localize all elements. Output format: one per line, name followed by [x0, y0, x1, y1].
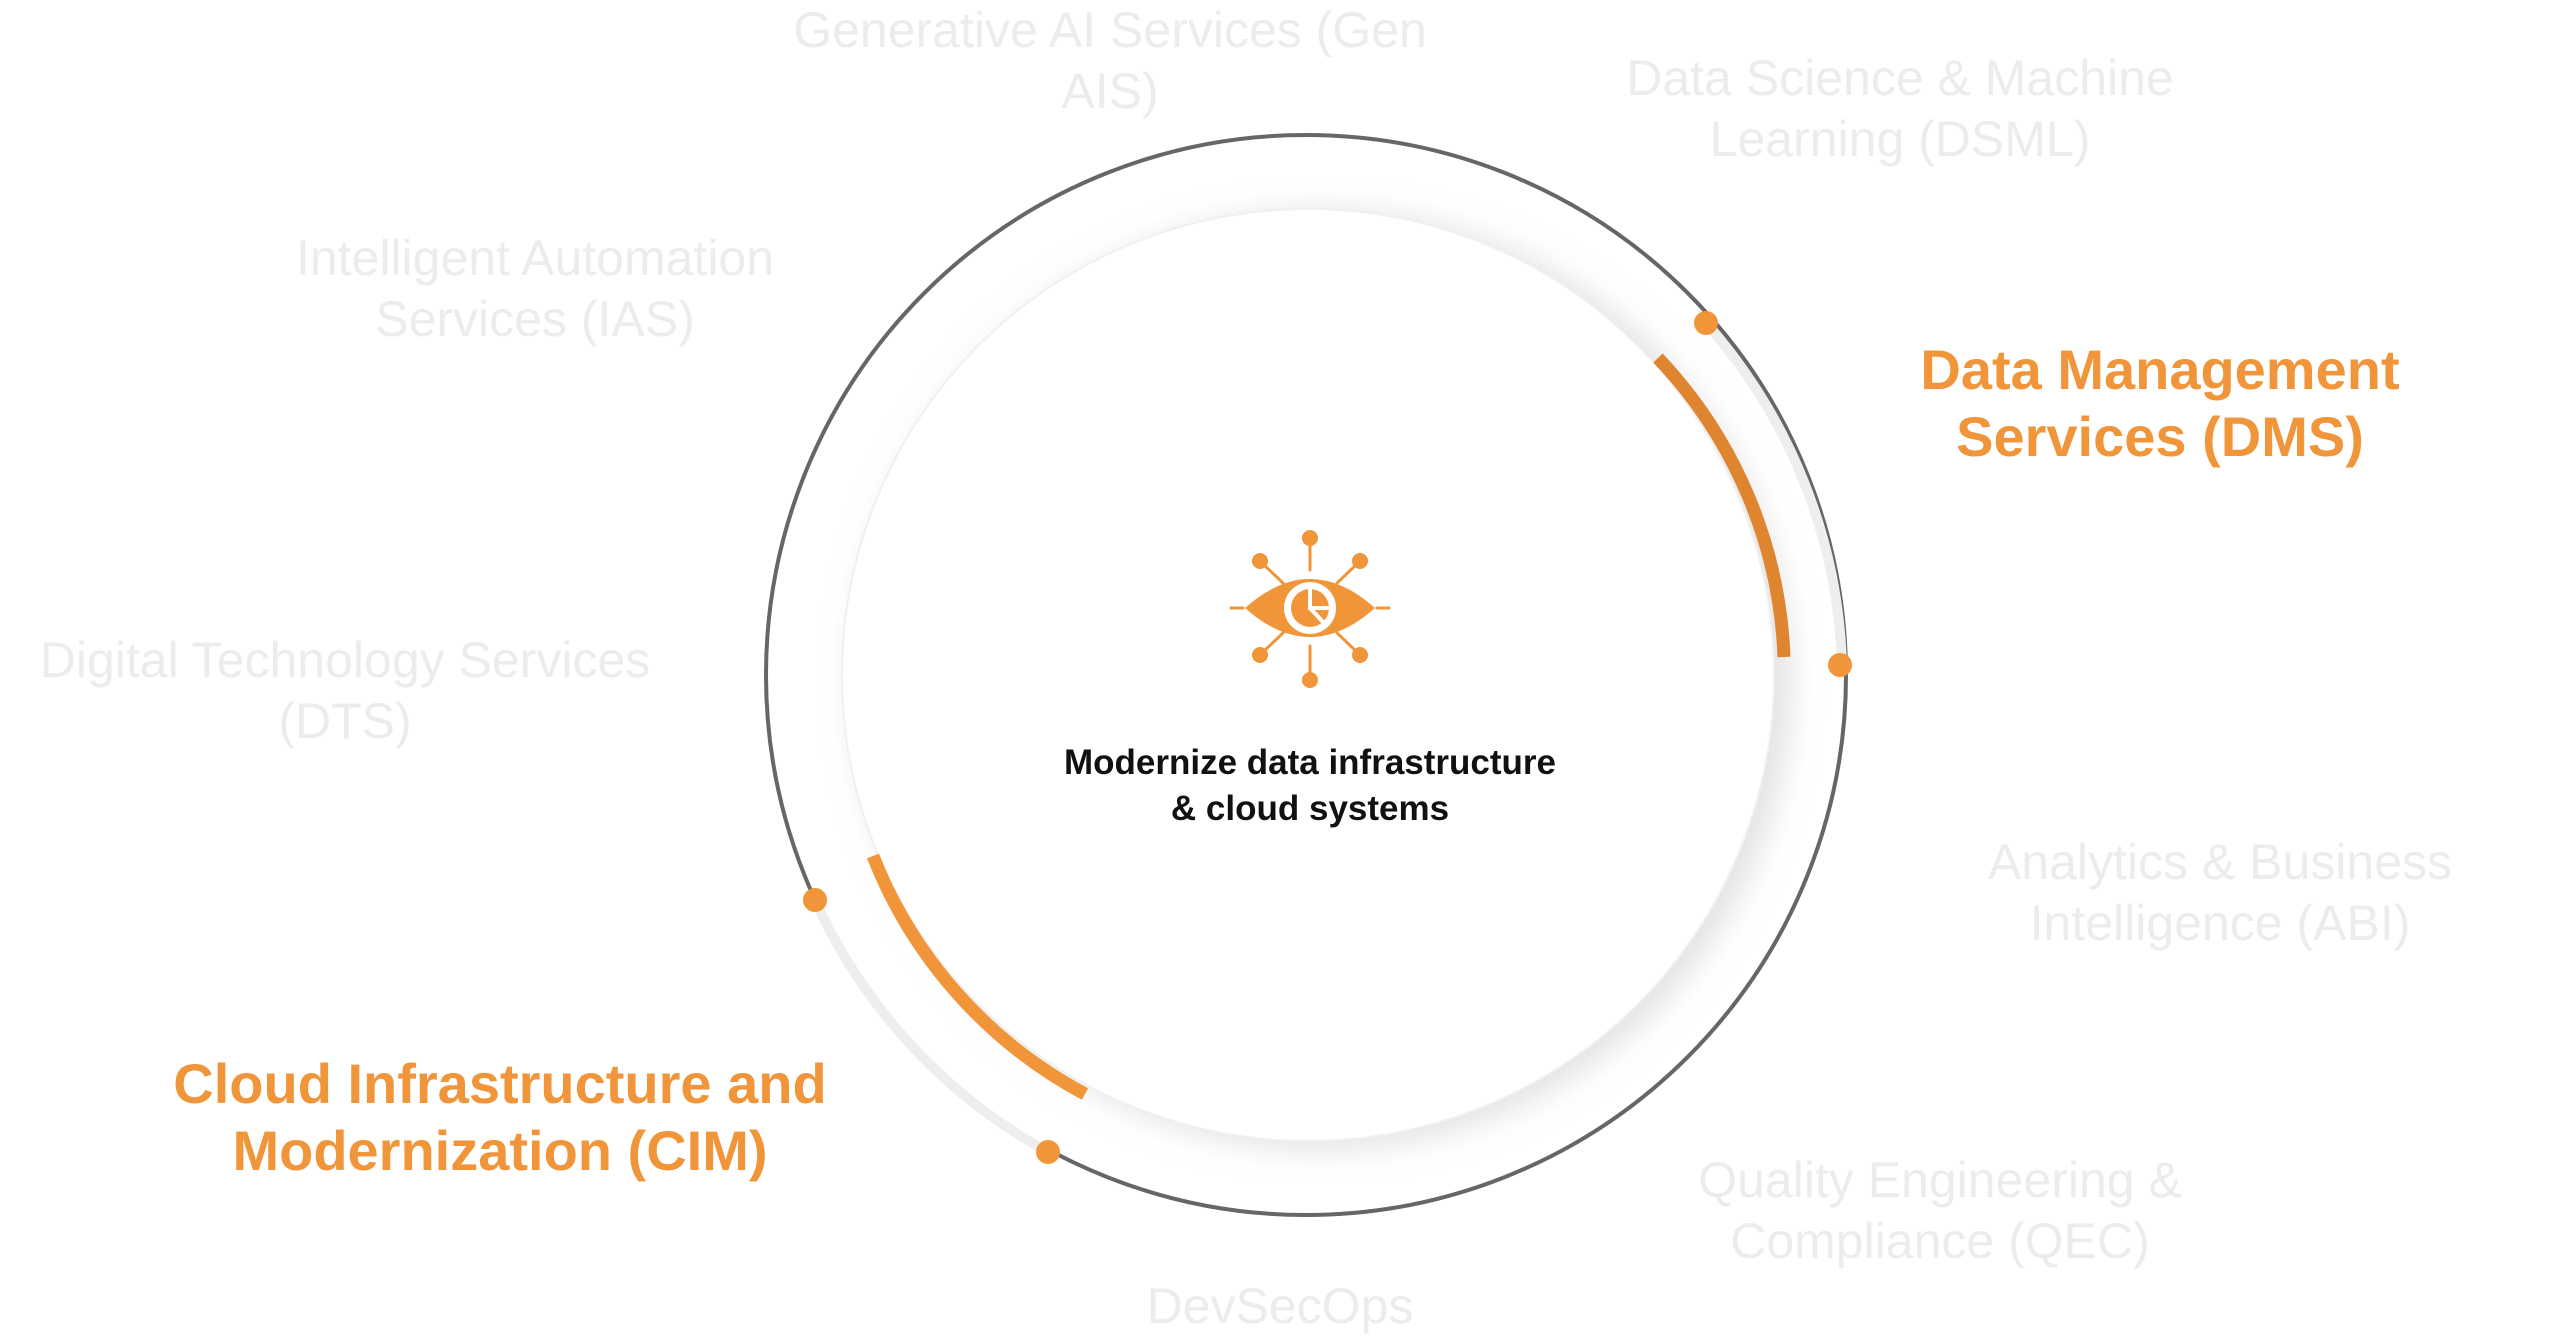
service-label-line: Generative AI Services (Gen — [793, 2, 1427, 58]
cim-start-dot[interactable] — [803, 888, 827, 912]
dms-active-arc — [1653, 353, 1791, 658]
service-label-line: Quality Engineering & — [1698, 1152, 2182, 1208]
cim-ring-track — [810, 897, 1051, 1157]
service-label-line: Modernization (CIM) — [232, 1119, 768, 1183]
service-label-line: Data Management — [1920, 338, 2400, 401]
cim-end-dot[interactable] — [1036, 1140, 1060, 1164]
service-label-line: (DTS) — [278, 693, 412, 749]
service-label-line: Compliance (QEC) — [1730, 1213, 2150, 1269]
service-label-line: Intelligence (ABI) — [2029, 895, 2411, 951]
dms-end-dot[interactable] — [1828, 653, 1852, 677]
eye-analytics-network-icon — [1229, 530, 1391, 688]
center-caption: Modernize data infrastructure & cloud sy… — [1010, 740, 1610, 831]
service-label-dts[interactable]: Digital Technology Services (DTS) — [0, 630, 690, 752]
center-caption-line: Modernize data infrastructure — [1063, 743, 1557, 782]
service-label-line: Learning (DSML) — [1709, 111, 2091, 167]
service-label-line: Data Science & Machine — [1626, 50, 2174, 106]
center-caption-line: & cloud systems — [1170, 788, 1450, 828]
service-label-line: Services (DMS) — [1956, 405, 2364, 469]
dms-start-dot[interactable] — [1694, 311, 1718, 335]
service-label-qec[interactable]: Quality Engineering & Compliance (QEC) — [1640, 1150, 2240, 1272]
service-label-dsml[interactable]: Data Science & Machine Learning (DSML) — [1560, 48, 2240, 170]
service-label-gen-ai[interactable]: Generative AI Services (Gen AIS) — [750, 0, 1470, 122]
service-label-line: DevSecOps — [1146, 1278, 1414, 1334]
service-label-devsecops[interactable]: DevSecOps — [1080, 1276, 1480, 1337]
dms-ring-track — [1702, 319, 1847, 666]
service-label-line: AIS) — [1061, 63, 1159, 119]
service-label-cim[interactable]: Cloud Infrastructure and Modernization (… — [140, 1050, 860, 1184]
service-label-abi[interactable]: Analytics & Business Intelligence (ABI) — [1950, 832, 2490, 954]
service-label-line: Intelligent Automation — [295, 230, 775, 286]
cim-active-arc — [866, 853, 1089, 1100]
service-label-line: Cloud Infrastructure and — [173, 1052, 827, 1115]
service-label-dms[interactable]: Data Management Services (DMS) — [1860, 336, 2460, 470]
service-label-ias[interactable]: Intelligent Automation Services (IAS) — [240, 228, 830, 350]
service-label-line: Digital Technology Services — [39, 632, 651, 688]
service-label-line: Analytics & Business — [1987, 834, 2453, 890]
service-label-line: Services (IAS) — [375, 291, 695, 347]
